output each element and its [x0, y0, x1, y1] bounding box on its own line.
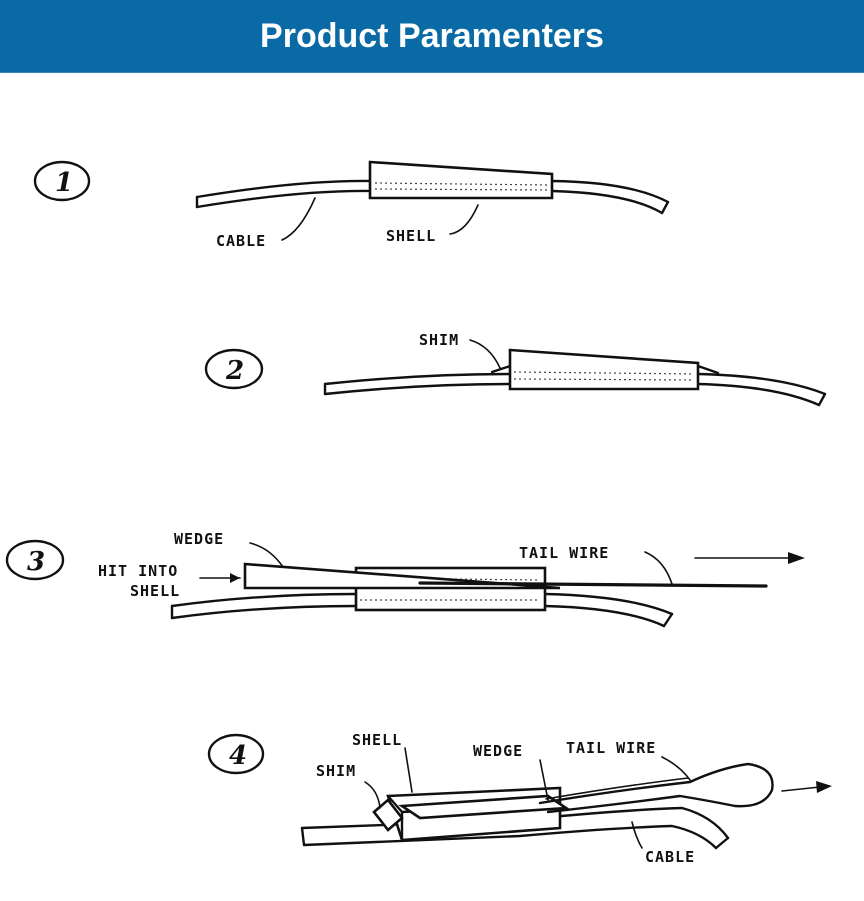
step-1-cable-label: CABLE [216, 232, 266, 250]
step-2-number: 2 [225, 356, 244, 386]
step-4-wedge [398, 794, 570, 820]
installation-diagram: 1 CABLE SHELL 2 [5, 160, 832, 866]
step-4-tail-wire-leader [661, 756, 691, 781]
step-3-tail-wire [418, 581, 768, 588]
step-3-hit-arrow [199, 573, 241, 583]
step-3: 3 [5, 530, 805, 628]
step-2-shim-leader [469, 339, 501, 369]
page-title-banner: Product Paramenters [0, 0, 864, 72]
step-4-tail-wire [538, 762, 774, 814]
step-4-shell-leader [404, 747, 413, 793]
step-1-number-badge: 1 [33, 160, 91, 202]
step-1-shell-leader [449, 204, 479, 235]
step-1-number: 1 [55, 168, 73, 198]
step-2-shim-label: SHIM [419, 331, 459, 349]
step-3-tail-wire-leader [644, 551, 673, 585]
step-4: 4 [207, 731, 832, 866]
step-3-pull-arrow [694, 552, 805, 564]
step-4-shell-label: SHELL [352, 731, 402, 749]
step-4-wedge-leader [539, 759, 549, 801]
step-2-number-badge: 2 [204, 348, 264, 390]
step-3-shell-label: SHELL [130, 582, 180, 600]
step-4-cable-leader [631, 821, 643, 849]
step-3-number-badge: 3 [5, 539, 65, 581]
step-1-shell [368, 160, 554, 200]
step-1: 1 CABLE SHELL [33, 160, 670, 250]
step-1-shell-label: SHELL [386, 227, 436, 245]
step-4-number: 4 [229, 741, 247, 771]
step-4-shim-label: SHIM [316, 762, 356, 780]
step-4-shim-leader [364, 781, 381, 809]
step-4-shim [372, 798, 404, 832]
step-3-tail-wire-label: TAIL WIRE [519, 544, 609, 562]
step-2: 2 SHIM [204, 331, 827, 407]
step-3-wedge-leader [249, 542, 284, 568]
step-2-shell [508, 348, 700, 391]
step-3-hit-into-label: HIT INTO [98, 562, 178, 580]
step-1-cable-leader [281, 197, 316, 241]
page-title: Product Paramenters [260, 16, 604, 55]
step-4-wedge-label: WEDGE [473, 742, 523, 760]
step-3-number: 3 [27, 547, 45, 577]
step-4-tail-wire-label: TAIL WIRE [566, 739, 656, 757]
step-4-pull-arrow [781, 781, 832, 793]
step-4-cable-label: CABLE [645, 848, 695, 866]
step-3-wedge-label: WEDGE [174, 530, 224, 548]
step-4-number-badge: 4 [207, 733, 265, 775]
header-divider [0, 72, 864, 73]
